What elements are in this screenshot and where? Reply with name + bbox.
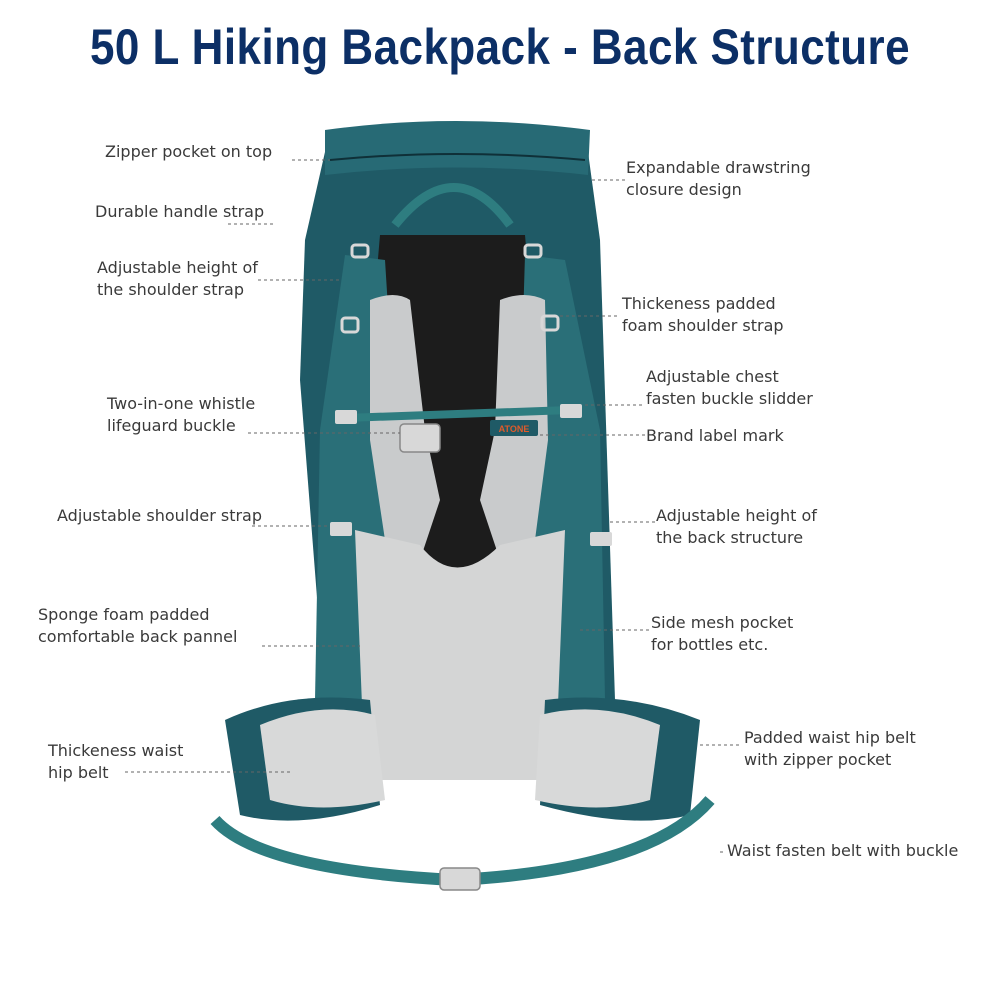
- callout-line: Thickeness padded: [622, 294, 776, 313]
- callout-chest-slider: Adjustable chest fasten buckle slidder: [646, 366, 813, 410]
- callout-line: foam shoulder strap: [622, 316, 784, 335]
- callout-line: the back structure: [656, 528, 804, 547]
- left-lower-slider: [330, 522, 352, 536]
- right-lower-slider: [590, 532, 612, 546]
- left-load-ring: [340, 316, 360, 334]
- right-top-ring: [523, 243, 543, 259]
- top-zipper: [329, 153, 586, 161]
- chest-buckle: [399, 423, 441, 453]
- callout-line: Adjustable height of: [656, 506, 817, 525]
- callout-handle-strap: Durable handle strap: [95, 201, 264, 223]
- callout-waist-fasten: Waist fasten belt with buckle: [727, 840, 958, 862]
- callout-line: closure design: [626, 180, 742, 199]
- callout-line: comfortable back pannel: [38, 627, 238, 646]
- callout-waist-hip-belt: Thickeness waist hip belt: [48, 740, 183, 784]
- callout-side-pocket: Side mesh pocket for bottles etc.: [651, 612, 793, 656]
- callout-line: the shoulder strap: [97, 280, 245, 299]
- callout-line: Zipper pocket on top: [105, 142, 273, 161]
- callout-line: Sponge foam padded: [38, 605, 210, 624]
- callout-line: Adjustable height of: [97, 258, 258, 277]
- handle-strap: [391, 183, 514, 228]
- callout-zipper-pocket: Zipper pocket on top: [105, 141, 272, 163]
- callout-line: Durable handle strap: [95, 202, 265, 221]
- callout-sponge-panel: Sponge foam padded comfortable back pann…: [38, 604, 237, 648]
- callout-line: Expandable drawstring: [626, 158, 811, 177]
- callout-line: for bottles etc.: [651, 635, 769, 654]
- page-title: 50 L Hiking Backpack - Back Structure: [89, 19, 911, 75]
- lumbar-mesh-panel: [355, 530, 565, 780]
- callout-line: fasten buckle slidder: [646, 389, 813, 408]
- callout-line: Brand label mark: [646, 426, 784, 445]
- callout-line: Padded waist hip belt: [744, 728, 916, 747]
- left-strap-slider: [335, 410, 357, 424]
- callout-brand-label: Brand label mark: [646, 425, 784, 447]
- left-top-ring: [350, 243, 370, 259]
- hip-pad-right: [535, 709, 660, 808]
- callout-line: Adjustable shoulder strap: [57, 506, 263, 525]
- callout-line: Adjustable chest: [646, 367, 779, 386]
- callout-line: with zipper pocket: [744, 750, 892, 769]
- callout-line: Side mesh pocket: [651, 613, 794, 632]
- callout-line: Two-in-one whistle: [107, 394, 256, 413]
- callout-line: Waist fasten belt with buckle: [727, 841, 959, 860]
- callout-whistle-buckle: Two-in-one whistle lifeguard buckle: [107, 393, 255, 437]
- callout-padded-hip-belt: Padded waist hip belt with zipper pocket: [744, 727, 916, 771]
- pack-top-lid: [325, 121, 590, 175]
- callout-line: Thickeness waist: [48, 741, 184, 760]
- callout-line: hip belt: [48, 763, 109, 782]
- callout-adjustable-shoulder: Adjustable shoulder strap: [57, 505, 262, 527]
- right-load-ring: [540, 314, 560, 332]
- chest-strap: [344, 406, 571, 422]
- waist-buckle: [439, 867, 481, 891]
- right-strap-slider: [560, 404, 582, 418]
- callout-back-height: Adjustable height of the back structure: [656, 505, 817, 549]
- callout-drawstring: Expandable drawstring closure design: [626, 157, 811, 201]
- callout-padded-strap: Thickeness padded foam shoulder strap: [622, 293, 784, 337]
- hip-pad-left: [260, 709, 385, 808]
- callout-line: lifeguard buckle: [107, 416, 236, 435]
- callout-shoulder-height: Adjustable height of the shoulder strap: [97, 257, 258, 301]
- brand-label-text: ATONE: [499, 424, 530, 434]
- brand-label: [490, 420, 538, 436]
